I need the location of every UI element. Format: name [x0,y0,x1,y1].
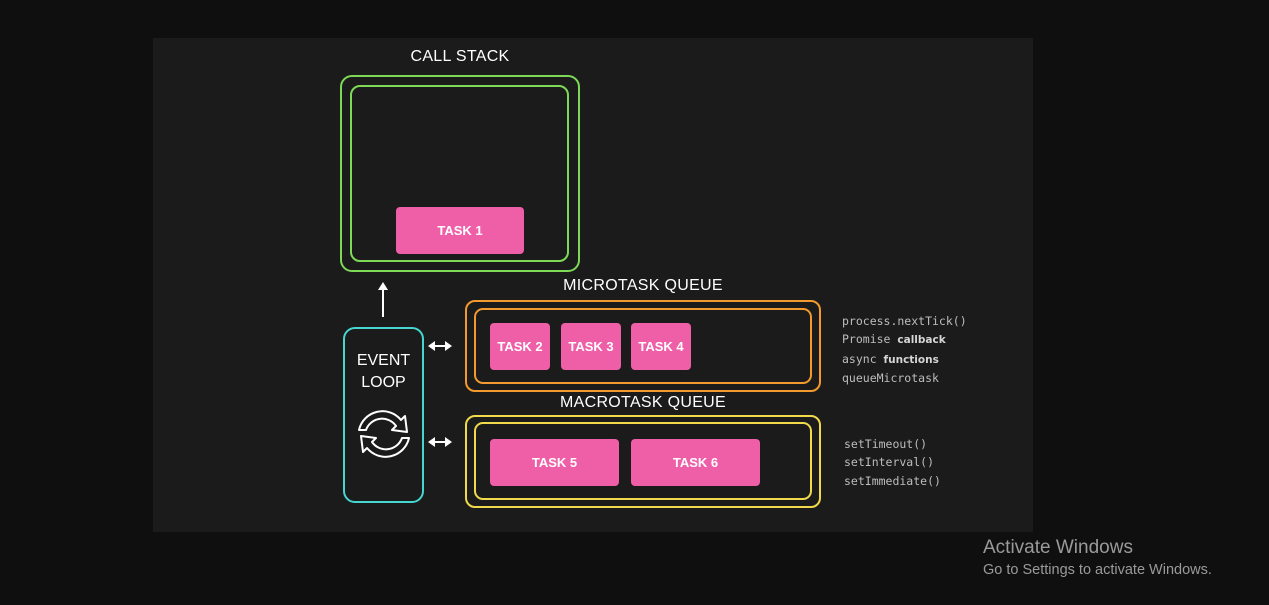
task-5: TASK 5 [490,439,619,486]
microtask-queue-outer-box [465,300,821,392]
api-setinterval: setInterval() [844,455,935,470]
api-setimmediate: setImmediate() [844,473,941,488]
call-stack-inner-box [350,85,569,262]
activate-windows-title: Activate Windows [983,537,1133,558]
api-process-nexttick: process.nextTick() [842,314,967,328]
event-loop-label: EVENT LOOP [343,350,424,394]
task-3: TASK 3 [561,323,621,370]
double-arrow-icon [428,437,452,447]
api-async-functions: async functions [842,351,939,366]
microtask-queue-title: MICROTASK QUEUE [563,277,723,294]
event-loop-line2: LOOP [361,374,406,391]
task-2: TASK 2 [490,323,550,370]
event-loop-box [343,327,424,503]
up-arrow-icon [378,282,388,317]
event-loop-line1: EVENT [356,352,411,369]
microtask-queue-inner-box [474,308,812,384]
refresh-cycle-icon [358,410,410,458]
task-4: TASK 4 [631,323,691,370]
macrotask-api-list: setTimeout() setInterval() setImmediate(… [844,435,941,490]
call-stack-title: CALL STACK [410,48,510,65]
api-settimeout: setTimeout() [844,437,928,451]
activate-windows-subtitle: Go to Settings to activate Windows. [983,562,1212,578]
task-6: TASK 6 [631,439,760,486]
microtask-api-list: process.nextTick() Promise callback asyn… [842,312,967,387]
api-queue-microtask: queueMicrotask [842,370,939,385]
macrotask-queue-title: MACROTASK QUEUE [560,394,726,411]
macrotask-queue-outer-box [465,415,821,508]
call-stack-outer-box [340,75,580,272]
macrotask-queue-inner-box [474,422,812,500]
double-arrow-icon [428,341,452,351]
api-promise-callback: Promise callback [842,332,946,347]
task-1: TASK 1 [396,207,524,254]
